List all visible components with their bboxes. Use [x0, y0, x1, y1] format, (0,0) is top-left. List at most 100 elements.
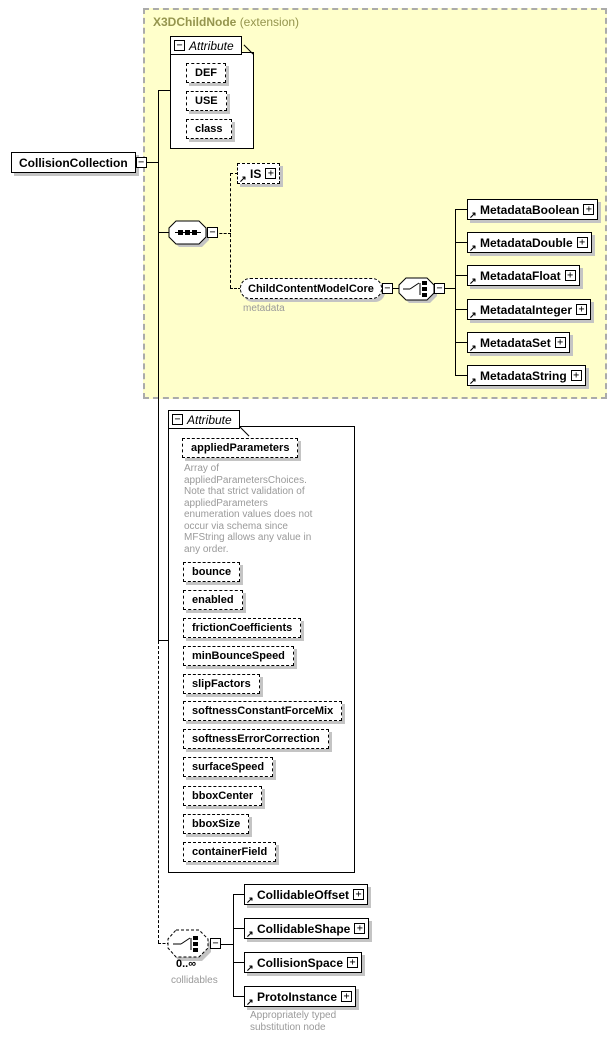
- expand-icon[interactable]: +: [265, 168, 277, 179]
- collapse-icon[interactable]: −: [135, 157, 147, 168]
- sequence-compositor-icon[interactable]: [168, 220, 209, 247]
- expand-icon[interactable]: +: [347, 957, 359, 968]
- connector-line: [158, 943, 170, 944]
- connector-line: [230, 173, 238, 174]
- expand-icon[interactable]: +: [354, 923, 366, 934]
- expand-icon[interactable]: +: [583, 204, 595, 215]
- connector-line: [455, 242, 468, 243]
- collapse-icon[interactable]: −: [172, 414, 183, 425]
- element-metadata-string[interactable]: ↗ MetadataString +: [467, 365, 586, 386]
- expand-icon[interactable]: +: [554, 337, 566, 348]
- expand-icon[interactable]: +: [570, 370, 582, 381]
- element-label: MetadataString: [480, 368, 567, 383]
- collidables-choice-compositor-icon[interactable]: [167, 929, 211, 961]
- choice-compositor-icon[interactable]: [398, 277, 437, 303]
- extension-base-type: X3DChildNode: [153, 15, 237, 29]
- element-collision-space[interactable]: ↗ CollisionSpace +: [244, 952, 363, 973]
- attribute-surface-speed[interactable]: surfaceSpeed: [183, 757, 274, 777]
- element-label: MetadataInteger: [480, 302, 573, 317]
- element-metadata-boolean[interactable]: ↗ MetadataBoolean +: [467, 199, 599, 220]
- element-metadata-float[interactable]: ↗ MetadataFloat +: [467, 265, 580, 286]
- attribute-applied-parameters[interactable]: appliedParameters: [182, 438, 299, 458]
- connector-branch: [233, 894, 234, 997]
- extension-title: X3DChildNode (extension): [153, 15, 299, 29]
- extension-suffix: (extension): [239, 15, 300, 29]
- element-metadata-integer[interactable]: ↗ MetadataInteger +: [467, 299, 592, 320]
- reference-icon: ↗: [246, 963, 254, 973]
- annotation-collidables: collidables: [171, 975, 218, 986]
- element-box[interactable]: CollisionCollection: [11, 152, 136, 173]
- attribute-bbox-center[interactable]: bboxCenter: [183, 786, 263, 806]
- reference-icon: ↗: [469, 210, 477, 220]
- attribute-bounce[interactable]: bounce: [183, 562, 241, 582]
- annotation-metadata: metadata: [243, 303, 285, 314]
- reference-icon: ↗: [239, 174, 247, 184]
- element-label: MetadataFloat: [480, 268, 561, 283]
- attribute-use[interactable]: USE: [186, 91, 227, 111]
- attribute-friction-coefficients[interactable]: frictionCoefficients: [183, 618, 302, 638]
- element-collision-collection[interactable]: CollisionCollection −: [11, 152, 147, 173]
- collapse-icon[interactable]: −: [381, 283, 393, 294]
- element-label: MetadataBoolean: [480, 202, 580, 217]
- reference-icon: ↗: [469, 243, 477, 253]
- expand-icon[interactable]: +: [564, 270, 576, 281]
- annotation-substitution-note: Appropriately typed substitution node: [250, 1010, 337, 1033]
- reference-icon: ↗: [469, 343, 477, 353]
- connector-trunk: [158, 90, 159, 641]
- reference-icon: ↗: [246, 895, 254, 905]
- attribute-softness-constant-force-mix[interactable]: softnessConstantForceMix: [183, 701, 343, 721]
- connector-line: [233, 894, 245, 895]
- connector-trunk-optional: [158, 641, 159, 943]
- element-label: ChildContentModelCore: [248, 282, 374, 295]
- element-proto-instance[interactable]: ↗ ProtoInstance +: [244, 986, 357, 1007]
- connector-line: [158, 640, 168, 641]
- expand-icon[interactable]: +: [341, 991, 353, 1002]
- element-child-content-model-core[interactable]: ChildContentModelCore −: [240, 278, 393, 299]
- connector-line: [233, 928, 245, 929]
- group-header-label: Attribute: [187, 412, 232, 427]
- collapse-icon[interactable]: −: [434, 283, 445, 294]
- element-label: IS: [250, 166, 262, 181]
- element-collidable-shape[interactable]: ↗ CollidableShape +: [244, 918, 370, 939]
- collapse-icon[interactable]: −: [210, 938, 221, 949]
- connector-line: [233, 962, 245, 963]
- element-label: MetadataDouble: [480, 235, 573, 250]
- connector-line: [455, 275, 468, 276]
- attribute-group-main-header[interactable]: − Attribute: [168, 410, 240, 429]
- cardinality-label: 0..∞: [176, 958, 197, 970]
- attribute-enabled[interactable]: enabled: [183, 590, 243, 610]
- connector-line: [455, 375, 468, 376]
- attribute-slip-factors[interactable]: slipFactors: [183, 674, 260, 694]
- element-is[interactable]: ↗ IS +: [237, 163, 281, 184]
- element-label: ProtoInstance: [257, 989, 338, 1004]
- collapse-icon[interactable]: −: [174, 40, 185, 51]
- connector-line: [233, 996, 245, 997]
- attribute-class[interactable]: class: [186, 119, 232, 139]
- group-header-label: Attribute: [189, 38, 234, 53]
- attribute-group-top-header[interactable]: − Attribute: [170, 36, 242, 55]
- element-metadata-double[interactable]: ↗ MetadataDouble +: [467, 232, 592, 253]
- connector-line: [440, 288, 456, 289]
- expand-icon[interactable]: +: [576, 304, 588, 315]
- expand-icon[interactable]: +: [353, 889, 365, 900]
- element-box[interactable]: ChildContentModelCore: [240, 278, 382, 299]
- connector-line: [455, 342, 468, 343]
- attribute-container-field[interactable]: containerField: [183, 842, 277, 862]
- connector-line: [158, 90, 172, 91]
- element-collidable-offset[interactable]: ↗ CollidableOffset +: [244, 884, 369, 905]
- connector-line: [455, 309, 468, 310]
- annotation-applied-parameters: Array of appliedParametersChoices. Note …: [184, 463, 313, 555]
- element-label: MetadataSet: [480, 335, 551, 350]
- connector-line: [215, 233, 231, 234]
- attribute-def[interactable]: DEF: [186, 63, 226, 83]
- attribute-softness-error-correction[interactable]: softnessErrorCorrection: [183, 729, 329, 749]
- attribute-min-bounce-speed[interactable]: minBounceSpeed: [183, 646, 294, 666]
- collapse-icon[interactable]: −: [207, 227, 218, 238]
- reference-icon: ↗: [246, 929, 254, 939]
- attribute-bbox-size[interactable]: bboxSize: [183, 814, 250, 834]
- element-metadata-set[interactable]: ↗ MetadataSet +: [467, 332, 570, 353]
- element-label: CollidableOffset: [257, 887, 350, 902]
- expand-icon[interactable]: +: [576, 237, 588, 248]
- reference-icon: ↗: [469, 310, 477, 320]
